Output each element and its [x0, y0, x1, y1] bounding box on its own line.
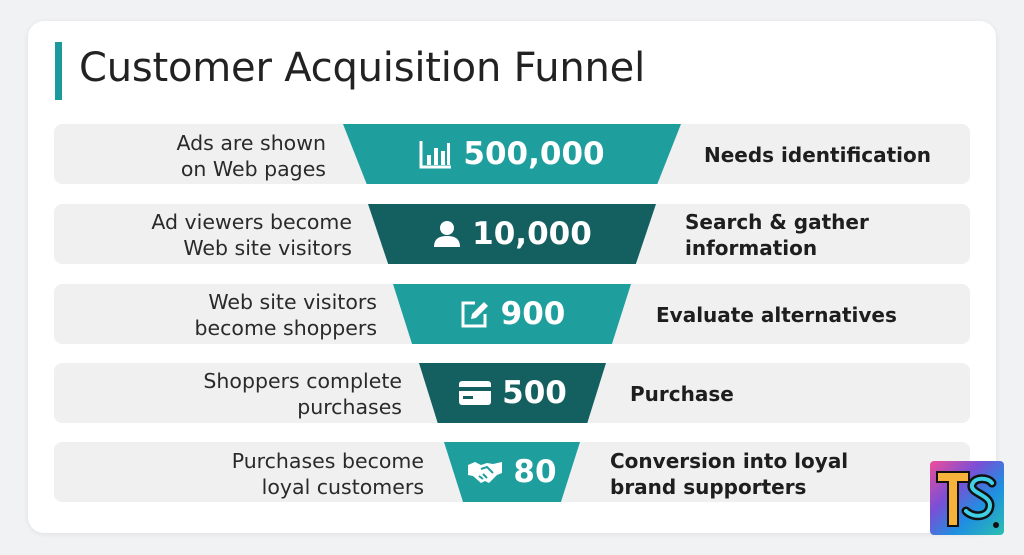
stage-goal: Needs identification [704, 143, 932, 167]
stage-goal: Evaluate alternatives [656, 303, 897, 327]
stage-value: 500 [502, 375, 567, 411]
edit-icon [459, 299, 491, 329]
bar-chart-icon [419, 139, 453, 169]
funnel-stage-2: 10,000 [368, 204, 656, 264]
funnel-stage-3: 900 [393, 284, 631, 344]
stage-value: 900 [500, 296, 566, 332]
stage-value: 10,000 [472, 216, 592, 252]
stage-value: 500,000 [463, 136, 605, 172]
person-icon [432, 219, 462, 249]
credit-card-icon [458, 380, 492, 406]
funnel-stage-5: 80 [444, 442, 580, 502]
funnel-stage-1: 500,000 [343, 124, 681, 184]
stage-value: 80 [513, 454, 557, 490]
page-title: Customer Acquisition Funnel [79, 45, 646, 91]
handshake-icon [467, 459, 503, 485]
funnel-stage-4: 500 [419, 363, 606, 423]
stage-goal: Purchase [630, 382, 734, 406]
ts-logo-icon [930, 461, 1004, 535]
title-accent-bar [55, 42, 62, 100]
